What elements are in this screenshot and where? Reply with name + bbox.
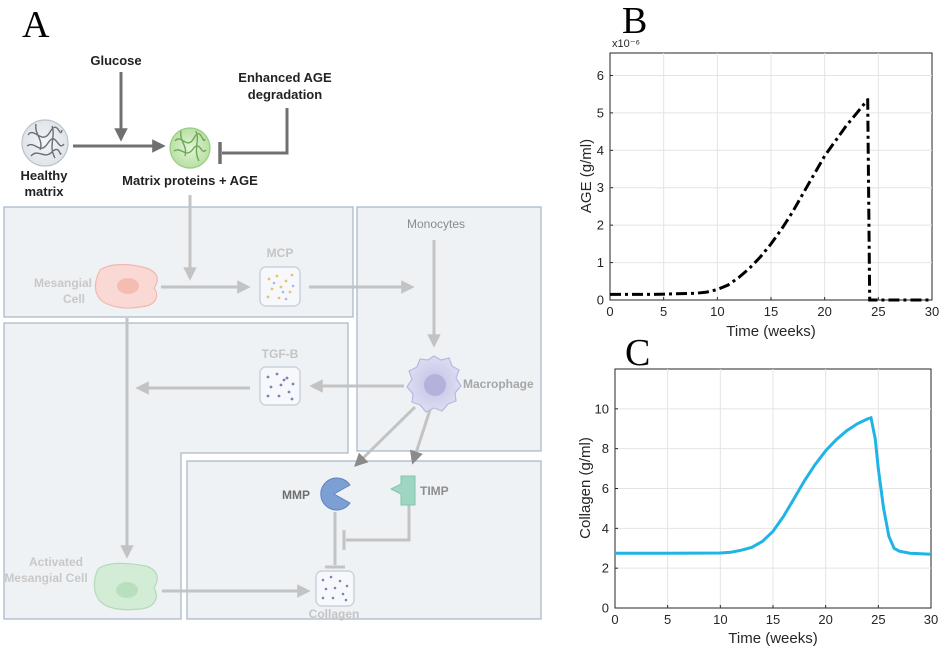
chart-b-xtick-label: 0 bbox=[606, 304, 613, 319]
chart-b-ylabel: AGE (g/ml) bbox=[578, 139, 595, 213]
panel-label-b: B bbox=[622, 0, 647, 42]
label-monocytes: Monocytes bbox=[407, 217, 465, 231]
chart-b-grid bbox=[610, 53, 932, 300]
chart-c-xtick-label: 30 bbox=[924, 612, 938, 627]
collagen-icon bbox=[315, 570, 355, 607]
chart-b-age-series bbox=[610, 98, 932, 302]
chart-b-ytick-label: 6 bbox=[597, 68, 604, 83]
mcp-icon bbox=[259, 266, 301, 307]
chart-b-ytick-label: 0 bbox=[597, 293, 604, 308]
label-healthy-matrix-1: Healthy bbox=[21, 168, 69, 183]
label-activated-2: Mesangial Cell bbox=[4, 571, 87, 585]
label-glucose: Glucose bbox=[90, 53, 141, 68]
label-macrophage: Macrophage bbox=[463, 377, 534, 391]
panel-c-chart: C 0 5 10 15 20 25 30 0 2 4 6 8 10 Time (weeks) Colla… bbox=[577, 332, 938, 647]
chart-c-xtick-label: 25 bbox=[871, 612, 885, 627]
chart-b-xtick-label: 15 bbox=[764, 304, 778, 319]
panel-box-top-left bbox=[3, 206, 354, 318]
chart-c-collagen-series bbox=[615, 415, 932, 556]
chart-c-ytick-label: 6 bbox=[602, 481, 609, 496]
chart-c-ylabel: Collagen (g/ml) bbox=[577, 437, 594, 539]
label-enhanced-age-2: degradation bbox=[248, 87, 322, 102]
arrow-macrophage-to-timp bbox=[409, 409, 432, 465]
chart-b-ytick-label: 4 bbox=[597, 143, 604, 158]
chart-b-xtick-label: 20 bbox=[817, 304, 831, 319]
chart-c-ytick-label: 0 bbox=[602, 601, 609, 616]
chart-b-ytick-label: 3 bbox=[597, 180, 604, 195]
chart-c-ytick-label: 2 bbox=[602, 561, 609, 576]
chart-c-xtick-label: 10 bbox=[713, 612, 727, 627]
panel-a-diagram: A bbox=[3, 4, 542, 621]
label-mesangial-cell-2: Cell bbox=[63, 292, 85, 306]
chart-c-ytick-label: 4 bbox=[602, 521, 609, 536]
chart-b-xtick-label: 5 bbox=[660, 304, 667, 319]
chart-c-xlabel: Time (weeks) bbox=[728, 630, 817, 647]
chart-b-ytick-label: 5 bbox=[597, 105, 604, 120]
chart-b-ticks: 0 5 10 15 20 25 30 0 1 2 3 4 5 6 bbox=[597, 68, 939, 319]
panel-box-right bbox=[356, 206, 542, 452]
chart-b-ytick-label: 1 bbox=[597, 255, 604, 270]
chart-c-ytick-label: 8 bbox=[602, 441, 609, 456]
label-mmp: MMP bbox=[282, 488, 310, 502]
timp-icon bbox=[389, 475, 416, 506]
label-activated-1: Activated bbox=[29, 555, 83, 569]
label-timp: TIMP bbox=[420, 484, 449, 498]
chart-c-grid bbox=[615, 369, 931, 608]
matrix-age-icon bbox=[169, 127, 211, 169]
label-healthy-matrix-2: matrix bbox=[24, 184, 64, 199]
label-collagen: Collagen bbox=[309, 607, 360, 621]
label-enhanced-age-1: Enhanced AGE bbox=[238, 70, 332, 85]
macrophage-icon bbox=[406, 355, 462, 413]
label-mesangial-cell-1: Mesangial bbox=[34, 276, 92, 290]
chart-c-xtick-label: 0 bbox=[611, 612, 618, 627]
chart-b-xlabel: Time (weeks) bbox=[726, 323, 815, 340]
chart-b-xtick-label: 25 bbox=[871, 304, 885, 319]
chart-c-ticks: 0 5 10 15 20 25 30 0 2 4 6 8 10 bbox=[595, 401, 939, 627]
tgfb-icon bbox=[259, 366, 301, 406]
inhibit-enhanced-degradation bbox=[222, 108, 289, 155]
chart-b-ytick-label: 2 bbox=[597, 218, 604, 233]
mmp-icon bbox=[320, 477, 351, 511]
panel-b-chart: B 0 5 10 15 20 25 30 0 1 2 3 4 5 6 x10⁻⁶ Time (weeks)… bbox=[578, 0, 939, 340]
label-tgf-b: TGF-B bbox=[262, 347, 299, 361]
panel-label-c: C bbox=[625, 332, 650, 374]
arrow-macrophage-to-mmp bbox=[354, 405, 417, 467]
chart-c-xtick-label: 20 bbox=[818, 612, 832, 627]
mesangial-cell-icon bbox=[94, 263, 158, 309]
chart-b-xtick-label: 30 bbox=[925, 304, 939, 319]
chart-c-xtick-label: 15 bbox=[766, 612, 780, 627]
healthy-matrix-icon bbox=[21, 119, 69, 167]
activated-mesangial-cell-icon bbox=[93, 562, 158, 611]
chart-c-xtick-label: 5 bbox=[664, 612, 671, 627]
label-mcp: MCP bbox=[267, 246, 294, 260]
chart-b-exponent-label: x10⁻⁶ bbox=[612, 38, 640, 50]
chart-c-ytick-label: 10 bbox=[595, 401, 609, 416]
panel-label-a: A bbox=[22, 4, 50, 46]
chart-b-xtick-label: 10 bbox=[710, 304, 724, 319]
inhibit-timp-to-mmp bbox=[346, 503, 411, 542]
label-matrix-proteins-age: Matrix proteins + AGE bbox=[122, 173, 258, 188]
